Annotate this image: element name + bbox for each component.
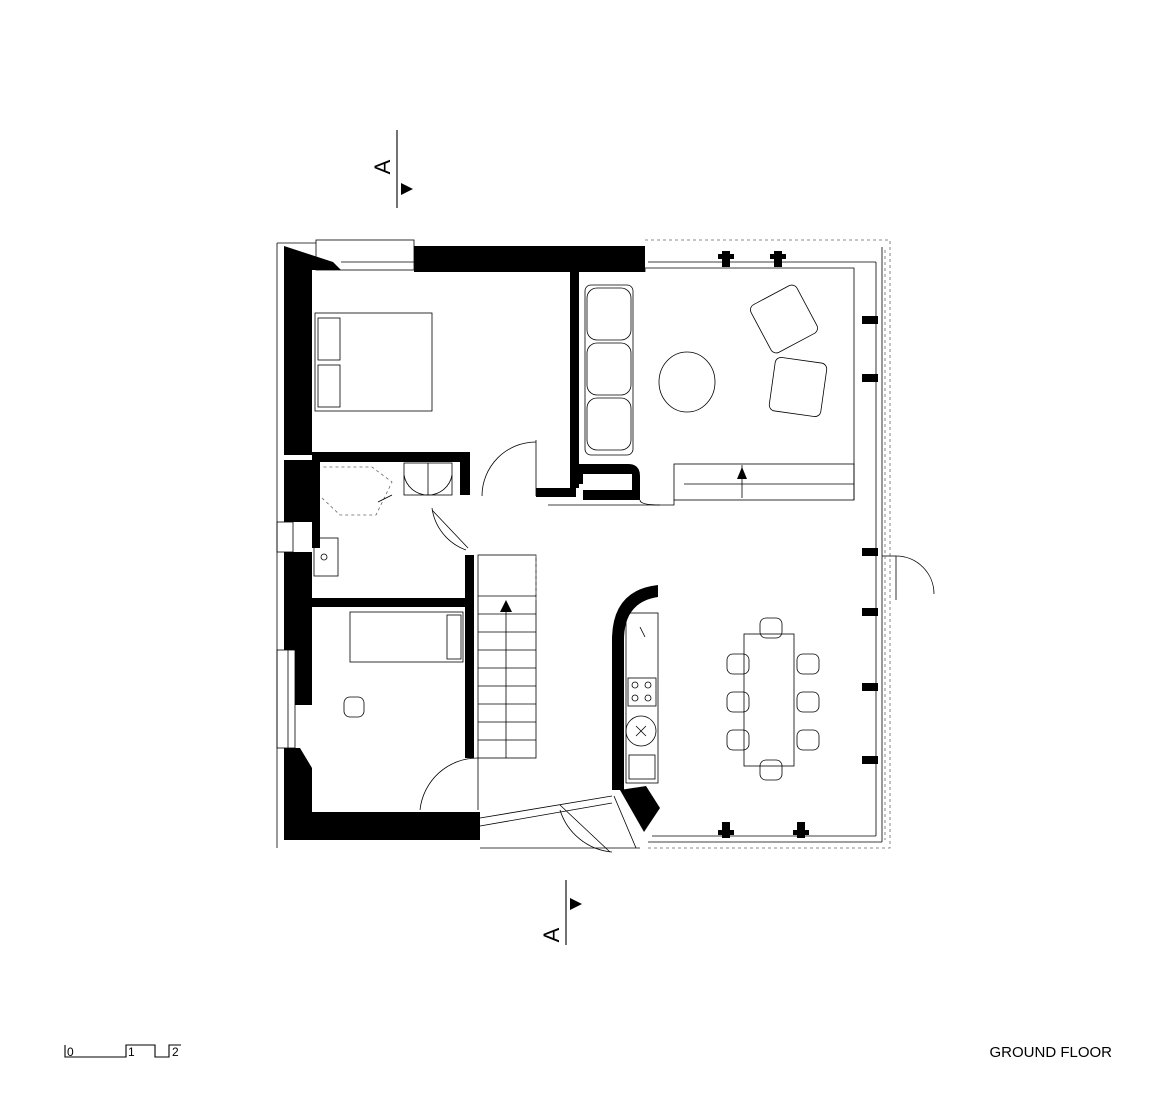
sideboard [673,463,855,501]
scale-tick-0: 0 [67,1045,74,1059]
single-bed [349,611,464,663]
east-door [882,555,935,600]
dining-table [743,633,795,767]
section-marker-bottom: A [539,880,582,945]
plan-outline [276,239,891,849]
section-letter-top: A [370,159,395,174]
armchair-1 [750,284,818,354]
wardrobe [403,462,453,496]
dining-chairs [726,617,820,781]
coffee-table [658,351,716,413]
section-arrow-bottom [570,898,582,910]
door-bedroom-1 [481,440,537,497]
glazing-posts [718,251,878,838]
bedroom-chair [343,696,365,718]
section-arrow-top [401,183,413,195]
walls [284,246,660,840]
scale-bar: 0 1 2 [64,1044,181,1059]
shower [321,466,393,516]
double-bed [314,312,433,412]
section-marker-top: A [370,130,413,208]
scale-tick-1: 1 [128,1045,135,1059]
section-letter-bottom: A [539,927,564,942]
living-room-outline [548,267,855,506]
glazing-frame [648,250,886,840]
sofa [584,284,634,456]
door-bedroom-2 [419,757,479,811]
plan-title: GROUND FLOOR [989,1044,1112,1061]
scale-tick-2: 2 [172,1045,179,1059]
stair [477,554,537,759]
windows [276,239,415,749]
door-bath [431,507,469,551]
armchair-2 [768,357,828,417]
washbasin [313,537,339,577]
kitchen-counter [625,612,659,784]
entrance-door [479,795,637,853]
